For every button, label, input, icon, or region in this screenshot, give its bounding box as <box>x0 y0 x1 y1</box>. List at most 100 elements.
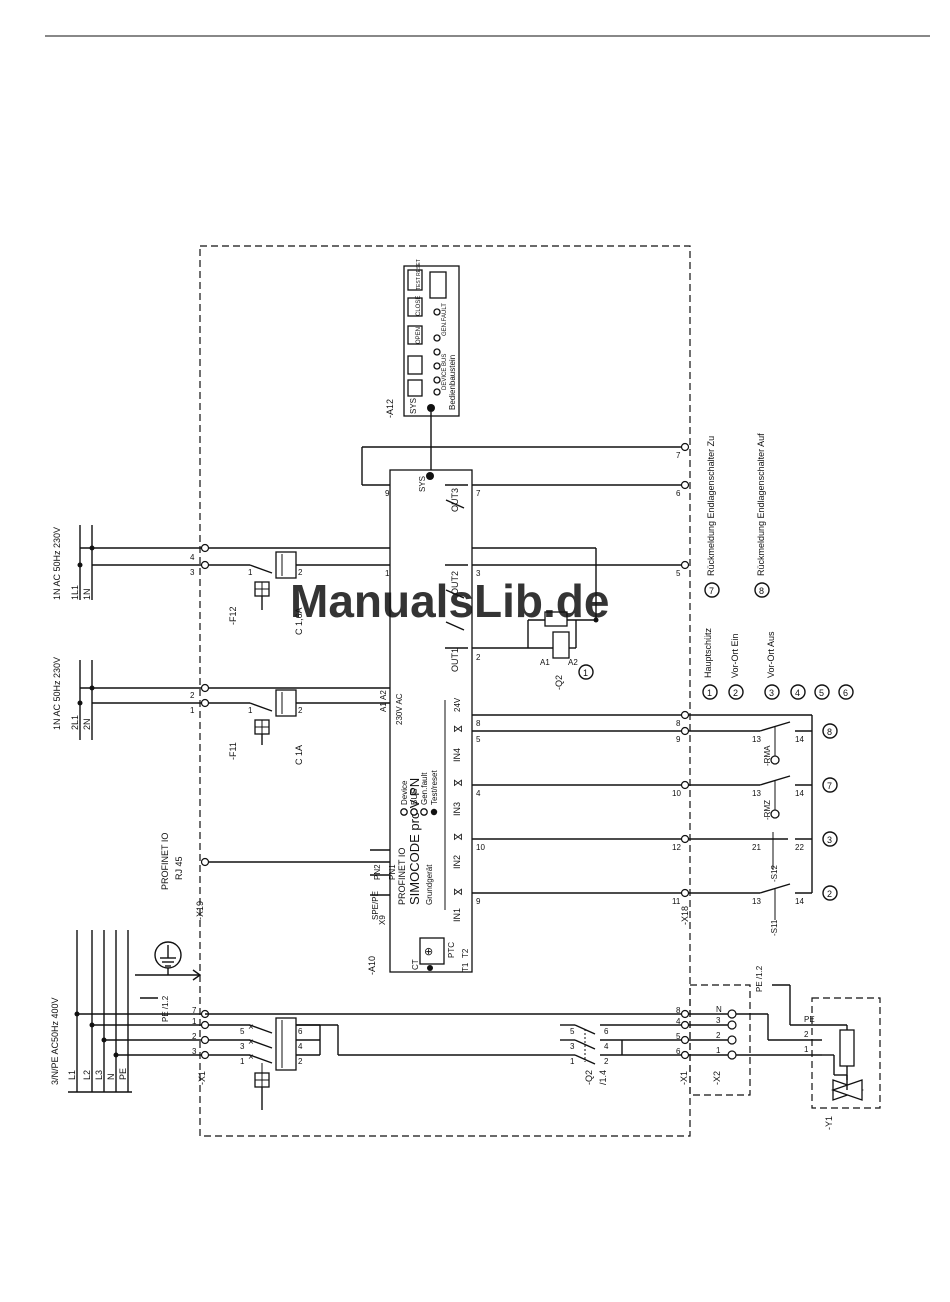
svg-text:PE /1.2: PE /1.2 <box>161 995 170 1022</box>
module-name: SIMOCODE pro V PN <box>407 778 422 905</box>
svg-text:3: 3 <box>476 569 481 578</box>
svg-text:3: 3 <box>190 568 195 577</box>
svg-text:6: 6 <box>298 1027 303 1036</box>
n-label: N <box>106 1074 116 1081</box>
svg-text:×: × <box>248 1037 254 1048</box>
legend-item-2: 2 Vor-Ort Ein <box>728 633 744 700</box>
f11-rating: C 1A <box>294 745 304 765</box>
led-bus: BUS <box>410 789 419 805</box>
sppe-label: SPE/PE <box>371 891 380 920</box>
svg-text:9: 9 <box>676 735 681 744</box>
legend-item-7: 7 Rückmeldung Endlagenschalter Zu <box>704 436 720 598</box>
svg-text:4: 4 <box>604 1042 609 1051</box>
svg-text:3: 3 <box>570 1042 575 1051</box>
svg-text:1: 1 <box>248 568 253 577</box>
svg-text:9: 9 <box>385 489 390 498</box>
1n-label: 1N <box>82 588 92 600</box>
out3-label: OUT3 <box>450 488 460 512</box>
ct-label: CT <box>411 959 420 970</box>
svg-text:3: 3 <box>240 1042 245 1051</box>
svg-text:8: 8 <box>476 719 481 728</box>
svg-text:Rückmeldung Endlagenschalter Z: Rückmeldung Endlagenschalter Zu <box>706 436 716 576</box>
operator-panel: -A12 Bedienbaustein SYS DEVICE BUS GEN.F… <box>385 259 460 470</box>
x2-terminal-block: N 3 2 1 -X2 PE /1.2 <box>689 965 822 1096</box>
f12-supply-label: 1N AC 50Hz 230V <box>52 527 62 600</box>
svg-text:11: 11 <box>672 897 681 906</box>
svg-text:8: 8 <box>676 719 681 728</box>
in3-label: IN3 <box>452 802 462 816</box>
svg-text:4: 4 <box>476 789 481 798</box>
svg-text:3: 3 <box>192 1047 197 1056</box>
svg-text:Vor-Ort Aus: Vor-Ort Aus <box>766 631 776 678</box>
pn1-label: PN1 <box>388 864 397 880</box>
panel-led-genfault: GEN.FAULT <box>442 303 448 336</box>
panel-led-device: DEVICE <box>442 368 448 390</box>
pe-label: PE <box>118 1068 128 1080</box>
1l1-label: 1L1 <box>70 585 80 600</box>
svg-text:⊕: ⊕ <box>424 946 433 958</box>
svg-text:N: N <box>716 1005 722 1014</box>
svg-text:2: 2 <box>298 706 303 715</box>
x9-ref: X9 <box>378 915 387 925</box>
input-diodes: ⋈ ⋈ ⋈ ⋈ <box>453 724 463 898</box>
valve-y1: PE 2 1 -Y1 <box>804 997 881 1130</box>
x1b-ref: -X1 <box>679 1071 689 1085</box>
legend-item-6: 6 <box>838 684 854 700</box>
control-wiring: 9 7 7 6 1 3 5 2 A1 A2 -Q2 1 8 <box>361 442 838 936</box>
svg-text:2: 2 <box>298 568 303 577</box>
main-supply-label: 3/N/PE AC50Hz 400V <box>50 997 60 1085</box>
x1-ref: -X1 <box>197 1071 207 1085</box>
main-supply: 3/N/PE AC50Hz 400V L1 L2 L3 N PE <box>50 930 205 1093</box>
svg-text:1: 1 <box>240 1057 245 1066</box>
in1-label: IN1 <box>452 908 462 922</box>
svg-text:A2: A2 <box>568 658 578 667</box>
legend-item-8: 8 Rückmeldung Endlagenschalter Auf <box>754 433 770 598</box>
x1-terminals-left: 7 1 2 3 PE /1.2 -X1 <box>161 995 210 1085</box>
simocode-module: -A10 SIMOCODE pro V PN Grundgerät PROFIN… <box>367 469 473 975</box>
svg-text:7: 7 <box>192 1006 197 1015</box>
svg-text:2: 2 <box>804 1030 809 1039</box>
svg-text:12: 12 <box>672 843 681 852</box>
main-breaker: × × × 6 4 2 5 3 1 <box>205 1013 682 1110</box>
svg-text:2: 2 <box>827 889 832 899</box>
led-testreset: Test/reset <box>430 770 439 805</box>
svg-text:8: 8 <box>827 727 832 737</box>
f11-ref: -F11 <box>228 742 238 760</box>
f11-supply-label: 1N AC 50Hz 230V <box>52 657 62 730</box>
svg-text:1: 1 <box>583 668 588 678</box>
led-device: Device <box>400 780 409 805</box>
svg-text:5: 5 <box>676 1032 681 1041</box>
svg-text:4: 4 <box>298 1042 303 1051</box>
svg-text:PE /1.2: PE /1.2 <box>755 965 764 992</box>
svg-text:4: 4 <box>190 553 195 562</box>
svg-text:14: 14 <box>795 735 804 744</box>
t1-label: T1 <box>461 962 470 972</box>
2n-label: 2N <box>82 718 92 730</box>
out1-label: OUT1 <box>450 648 460 672</box>
q2-note: /1.4 <box>598 1070 608 1085</box>
panel-key-test: TEST RESET <box>416 259 422 290</box>
svg-text:Rückmeldung Endlagenschalter A: Rückmeldung Endlagenschalter Auf <box>756 433 766 576</box>
panel-key-close: CLOSE <box>416 296 422 316</box>
legend-item-4: 4 <box>790 684 806 700</box>
t2-label: T2 <box>461 948 470 958</box>
svg-text:A1: A1 <box>540 658 550 667</box>
svg-text:2: 2 <box>733 688 738 698</box>
svg-text:5: 5 <box>819 688 824 698</box>
sensor-s11: -S11 <box>770 919 779 936</box>
l2-label: L2 <box>82 1070 92 1080</box>
x19-ref: -X19 <box>195 901 205 920</box>
panel-key-open: OPEN <box>416 327 422 344</box>
module-sys-label: SYS <box>418 476 427 492</box>
in4-label: IN4 <box>452 748 462 762</box>
svg-text:7: 7 <box>827 781 832 791</box>
a1-label: A1 <box>379 702 388 712</box>
sensor-rma: -RMA <box>763 745 772 766</box>
module-profinet: PROFINET IO <box>397 848 407 905</box>
svg-text:1: 1 <box>190 706 195 715</box>
panel-title: Bedienbaustein <box>448 355 457 410</box>
svg-text:2: 2 <box>604 1057 609 1066</box>
svg-text:⋈: ⋈ <box>453 778 463 789</box>
